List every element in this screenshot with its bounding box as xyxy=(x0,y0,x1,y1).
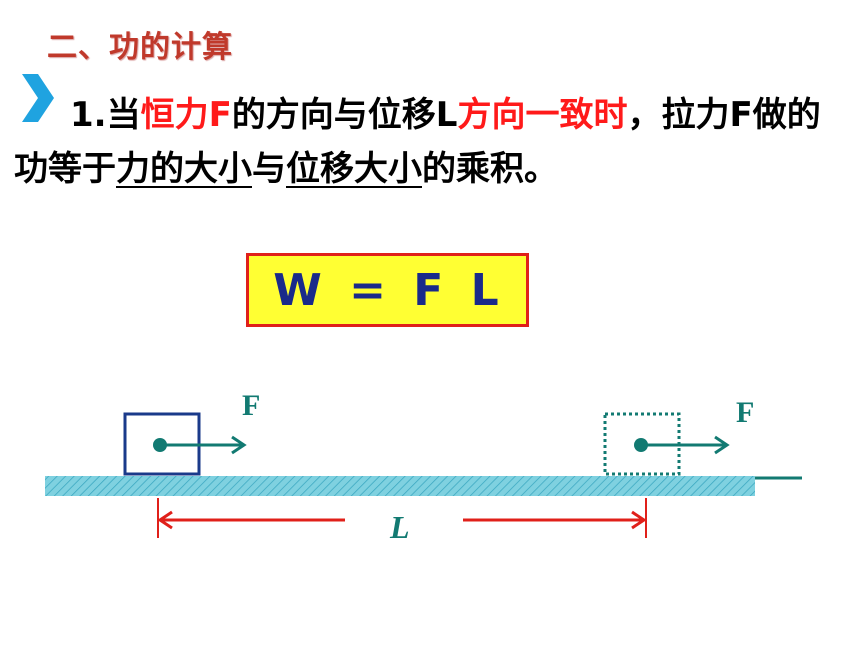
work-formula: W = F L xyxy=(273,264,502,316)
definition-paragraph: 1.当恒力F的方向与位移L方向一致时，拉力F做的功等于力的大小与位移大小的乘积。 xyxy=(14,88,844,196)
displacement-arrow-left-head xyxy=(157,510,173,530)
para-same-direction: 方向一致时 xyxy=(457,95,628,135)
para-seg-7: 与 xyxy=(252,149,286,189)
formula-box: W = F L xyxy=(246,253,529,327)
displacement-label: L xyxy=(389,509,410,545)
force-label-end: F xyxy=(736,396,754,429)
force-label-start: F xyxy=(242,389,260,422)
chevron-right-icon xyxy=(22,74,54,122)
para-seg-9: 的乘积。 xyxy=(422,149,558,189)
para-seg-5: ，拉力F做的功等于 xyxy=(14,95,821,189)
section-heading: 二、功的计算 xyxy=(47,30,233,65)
work-diagram: F F L xyxy=(45,389,802,545)
force-arrow-start-head xyxy=(231,435,247,455)
para-seg-3: 的方向与位移L xyxy=(231,95,458,135)
ground-surface xyxy=(45,476,755,496)
para-seg-1: 1.当 xyxy=(70,95,141,135)
displacement-arrow-right-head xyxy=(631,510,647,530)
force-arrow-end-head xyxy=(714,435,730,455)
para-constant-force: 恒力F xyxy=(140,95,232,135)
para-force-magnitude: 力的大小 xyxy=(116,149,252,189)
para-displacement-magnitude: 位移大小 xyxy=(286,149,422,189)
